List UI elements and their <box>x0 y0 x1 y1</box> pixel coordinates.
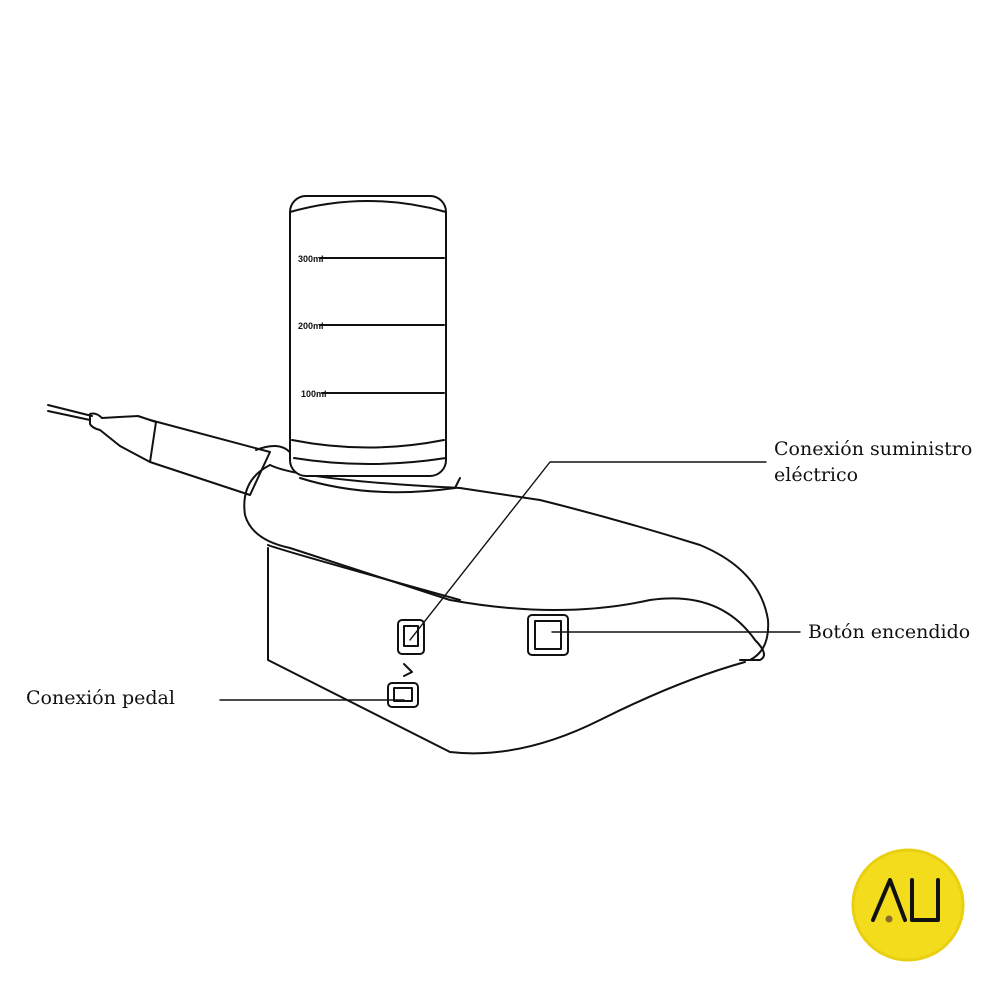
power-switch-rocker <box>534 620 562 650</box>
au-logo <box>851 848 965 962</box>
pedal-port <box>387 682 419 708</box>
power-switch <box>527 614 569 656</box>
label-power-connection-line1: Conexión suministro <box>774 438 973 460</box>
handpiece <box>47 404 293 496</box>
power-port <box>397 619 425 655</box>
mark-200ml: 200ml <box>298 321 324 331</box>
power-port-inner <box>403 625 419 647</box>
label-power-connection-line2: eléctrico <box>774 464 859 486</box>
label-power-button: Botón encendido <box>808 621 971 643</box>
label-pedal-connection: Conexión pedal <box>26 687 175 709</box>
label-power-connection: Conexión suministro eléctrico <box>774 436 972 488</box>
pedal-symbol-icon <box>403 663 413 677</box>
base-unit <box>243 464 770 755</box>
mark-300ml: 300ml <box>298 254 324 264</box>
pedal-port-inner <box>393 687 413 702</box>
mark-100ml: 100ml <box>301 389 327 399</box>
water-bottle <box>289 195 447 477</box>
leader-lines <box>219 461 801 701</box>
